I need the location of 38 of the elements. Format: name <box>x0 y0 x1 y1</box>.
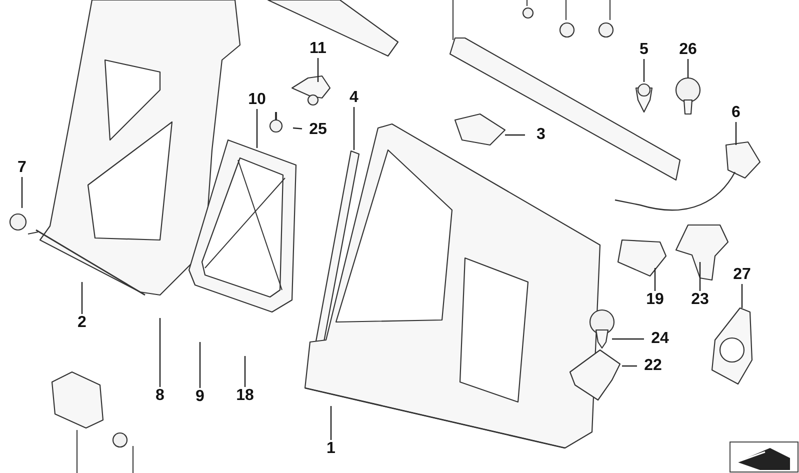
leader-line <box>256 109 258 148</box>
leader-line <box>699 262 701 291</box>
callout-number: 9 <box>186 388 214 406</box>
callout-number: 3 <box>527 126 555 144</box>
leader-line <box>353 107 355 150</box>
leader-line <box>317 58 319 82</box>
callout-number: 4 <box>340 89 368 107</box>
leader-line <box>330 406 332 440</box>
callout-number: 26 <box>674 41 702 59</box>
callout-number: 18 <box>231 387 259 405</box>
callout-number: 7 <box>8 159 36 177</box>
callout-number: 5 <box>630 41 658 59</box>
leader-line <box>612 338 644 340</box>
leader-line <box>199 342 201 388</box>
leader-line <box>159 318 161 387</box>
callout-number: 10 <box>243 91 271 109</box>
callout-number: 19 <box>641 291 669 309</box>
leader-line <box>741 284 743 308</box>
callout-number: 23 <box>686 291 714 309</box>
leader-line <box>643 59 645 82</box>
leader-line <box>735 122 737 145</box>
leader-line <box>505 134 525 136</box>
leader-line <box>654 268 656 291</box>
leader-line <box>21 177 23 208</box>
callout-number: 22 <box>639 357 667 375</box>
callout-number: 25 <box>304 121 332 139</box>
callout-number: 11 <box>304 40 332 58</box>
leader-line <box>622 365 637 367</box>
leader-line <box>292 127 302 130</box>
leader-line <box>81 282 83 314</box>
leader-line <box>687 59 689 78</box>
callout-number: 2 <box>68 314 96 332</box>
callout-number: 24 <box>646 330 674 348</box>
callout-number: 8 <box>146 387 174 405</box>
callout-number: 1 <box>317 440 345 458</box>
callout-number: 27 <box>728 266 756 284</box>
leader-line <box>244 356 246 387</box>
callout-number: 6 <box>722 104 750 122</box>
